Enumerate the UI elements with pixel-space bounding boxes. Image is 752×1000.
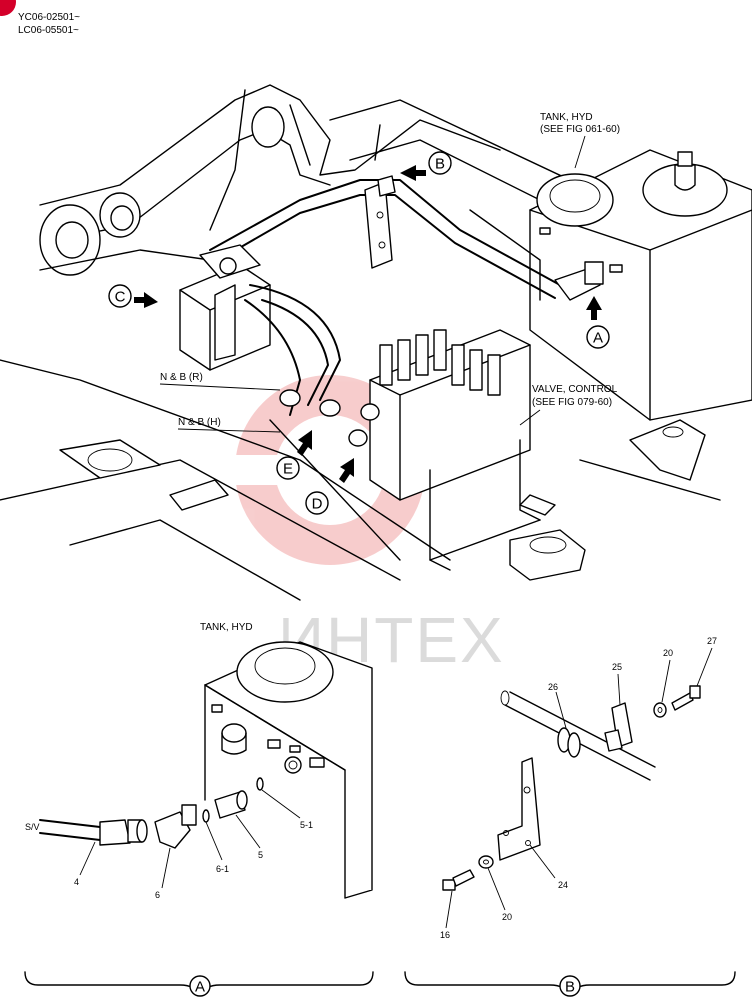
arrow-d-icon: [339, 458, 354, 483]
footer-callout-a: A: [195, 979, 205, 996]
tank-label-2: (SEE FIG 061-60): [540, 124, 620, 135]
callout-c: C: [115, 289, 126, 306]
part-a-5-1: 5-1: [300, 820, 313, 830]
part-a-6: 6: [155, 890, 160, 900]
part-a-4: 4: [74, 877, 79, 887]
callout-e-circle: [276, 456, 300, 480]
sv-label: S/V: [25, 822, 40, 832]
valve-label-2: (SEE FIG 079-60): [532, 397, 612, 408]
part-a-5: 5: [258, 850, 263, 860]
callout-a: A: [593, 330, 603, 347]
main-assembly-view: TANK, HYD (SEE FIG 061-60): [0, 84, 752, 601]
footer-callout-b-circle: [559, 975, 581, 997]
arrow-b-icon: [400, 165, 426, 181]
callout-d-circle: [305, 491, 329, 515]
part-b-26: 26: [548, 682, 558, 692]
part-b-24: 24: [558, 880, 568, 890]
corner-badge-icon: [0, 0, 16, 16]
part-b-20-top: 20: [663, 648, 673, 658]
part-a-6-1: 6-1: [216, 864, 229, 874]
arrow-e-icon: [297, 430, 312, 456]
tank-label-1: TANK, HYD: [540, 112, 593, 123]
callout-b: B: [435, 156, 445, 173]
callout-a-circle: [586, 325, 610, 349]
part-b-27: 27: [707, 636, 717, 646]
callout-c-circle: [108, 284, 132, 308]
footer-callout-a-circle: [189, 975, 211, 997]
serial-number-1: YC06-02501~: [18, 12, 80, 23]
valve-label-1: VALVE, CONTROL: [532, 384, 618, 395]
nb-h-label: N & B (H): [178, 417, 221, 428]
callout-d: D: [312, 496, 323, 513]
detail-a-tank-label: TANK, HYD: [200, 622, 253, 633]
detail-b-view: 26 25 20 27 24 20 16 B: [404, 636, 736, 997]
callout-e: E: [283, 461, 293, 478]
serial-number-2: LC06-05501~: [18, 25, 79, 36]
callout-b-circle: [428, 151, 452, 175]
valve-spools: [379, 329, 501, 396]
footer-callout-b: B: [565, 979, 575, 996]
part-b-16: 16: [440, 930, 450, 940]
part-b-25: 25: [612, 662, 622, 672]
arrow-a-icon: [586, 296, 602, 320]
detail-a-view: TANK, HYD S/V: [24, 622, 374, 997]
part-b-20-bottom: 20: [502, 912, 512, 922]
arrow-c-icon: [134, 292, 158, 308]
nb-r-label: N & B (R): [160, 372, 203, 383]
